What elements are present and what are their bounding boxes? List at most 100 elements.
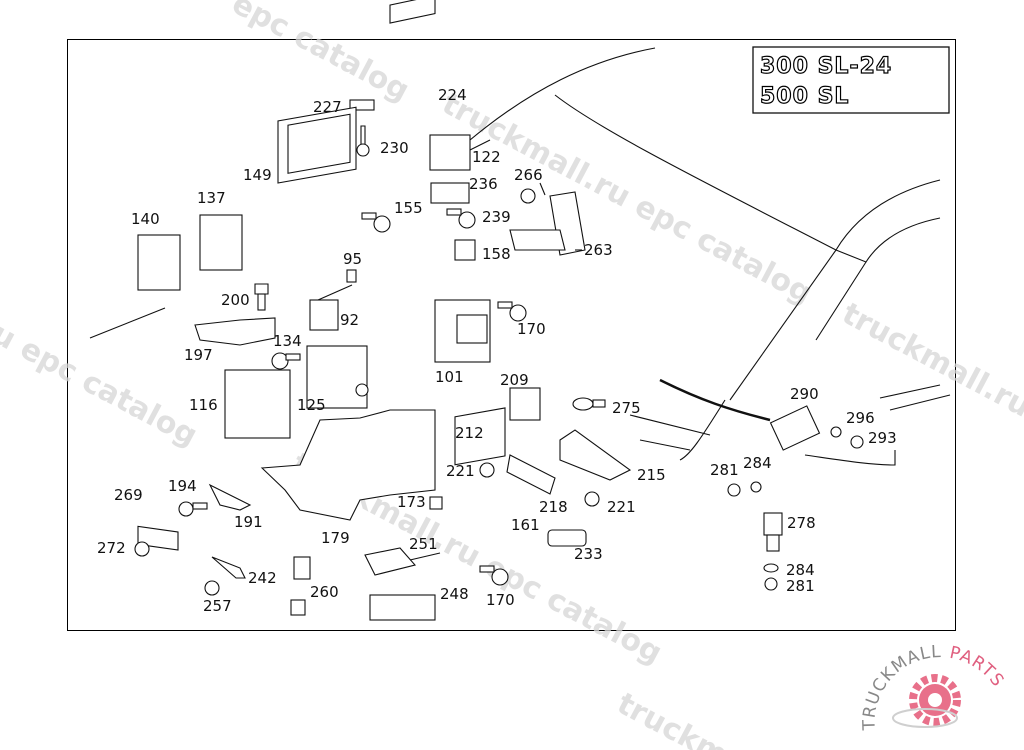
label-278[interactable]: 278 [787,514,816,532]
part-209[interactable] [509,387,541,421]
label-266[interactable]: 266 [514,166,543,184]
label-236[interactable]: 236 [469,175,498,193]
label-239[interactable]: 239 [482,208,511,226]
part-239[interactable] [446,208,476,229]
label-209[interactable]: 209 [500,371,529,389]
label-170[interactable]: 170 [517,320,546,338]
part-122[interactable] [429,134,471,171]
part-236[interactable] [430,182,470,204]
label-272[interactable]: 272 [97,539,126,557]
label-158[interactable]: 158 [482,245,511,263]
label-179[interactable]: 179 [321,529,350,547]
part-125[interactable] [306,345,369,409]
label-257[interactable]: 257 [203,597,232,615]
label-170b[interactable]: 170 [486,591,515,609]
label-230[interactable]: 230 [380,139,409,157]
part-92[interactable] [309,299,339,331]
label-200[interactable]: 200 [221,291,250,309]
part-134[interactable] [271,352,301,370]
part-272[interactable] [134,541,150,557]
label-227[interactable]: 227 [313,98,342,116]
label-281b[interactable]: 281 [786,577,815,595]
part-191[interactable] [208,483,252,511]
label-290[interactable]: 290 [790,385,819,403]
label-212[interactable]: 212 [455,424,484,442]
part-224[interactable] [389,0,436,24]
part-221b[interactable] [584,491,600,507]
label-221b[interactable]: 221 [607,498,636,516]
label-173[interactable]: 173 [397,493,426,511]
part-179[interactable] [260,409,436,521]
part-161[interactable] [454,407,506,466]
label-122[interactable]: 122 [472,148,501,166]
part-275[interactable] [572,397,606,411]
part-251[interactable] [364,547,441,576]
part-221[interactable] [479,462,495,478]
label-95[interactable]: 95 [343,250,362,268]
label-125[interactable]: 125 [297,396,326,414]
label-269[interactable]: 269 [114,486,143,504]
label-215[interactable]: 215 [637,466,666,484]
part-140[interactable] [137,234,181,291]
part-278[interactable] [763,512,783,552]
part-293[interactable] [850,435,864,449]
part-290[interactable] [769,405,821,451]
label-224[interactable]: 224 [438,86,467,104]
label-296[interactable]: 296 [846,409,875,427]
label-161[interactable]: 161 [511,516,540,534]
label-137[interactable]: 137 [197,189,226,207]
part-158[interactable] [454,239,476,261]
part-227[interactable] [349,99,375,111]
label-134[interactable]: 134 [273,332,302,350]
part-263[interactable] [509,191,586,256]
part-173[interactable] [429,496,443,510]
label-260[interactable]: 260 [310,583,339,601]
label-251[interactable]: 251 [409,535,438,553]
part-233[interactable] [547,529,587,547]
part-284b[interactable] [763,563,779,573]
label-194[interactable]: 194 [168,477,197,495]
part-95[interactable] [346,269,357,283]
part-137[interactable] [199,214,243,271]
part-248[interactable] [369,594,436,621]
part-116[interactable] [224,369,291,439]
part-218[interactable] [506,454,556,495]
part-200[interactable] [254,283,269,311]
part-215[interactable] [559,429,632,481]
part-155[interactable] [361,212,391,233]
label-248[interactable]: 248 [440,585,469,603]
label-233[interactable]: 233 [574,545,603,563]
part-149[interactable] [277,106,357,184]
part-230[interactable] [356,125,370,157]
label-284[interactable]: 284 [743,454,772,472]
part-101[interactable] [434,299,491,363]
part-266[interactable] [520,188,536,204]
label-140[interactable]: 140 [131,210,160,228]
part-281[interactable] [727,483,741,497]
label-275[interactable]: 275 [612,399,641,417]
part-260[interactable] [290,556,311,616]
label-101[interactable]: 101 [435,368,464,386]
label-197[interactable]: 197 [184,346,213,364]
label-281[interactable]: 281 [710,461,739,479]
part-170b[interactable] [479,565,509,586]
label-155[interactable]: 155 [394,199,423,217]
part-269[interactable] [137,525,179,551]
label-284b[interactable]: 284 [786,561,815,579]
label-263[interactable]: 263 [584,241,613,259]
label-242[interactable]: 242 [248,569,277,587]
label-221[interactable]: 221 [446,462,475,480]
part-242[interactable] [211,556,246,579]
part-194[interactable] [178,501,208,517]
label-92[interactable]: 92 [340,311,359,329]
label-149[interactable]: 149 [243,166,272,184]
label-191[interactable]: 191 [234,513,263,531]
part-170[interactable] [497,301,527,322]
part-284[interactable] [750,481,762,493]
label-218[interactable]: 218 [539,498,568,516]
label-293[interactable]: 293 [868,429,897,447]
label-116[interactable]: 116 [189,396,218,414]
part-296[interactable] [830,426,842,438]
part-281b[interactable] [764,577,778,591]
part-257[interactable] [204,580,220,596]
